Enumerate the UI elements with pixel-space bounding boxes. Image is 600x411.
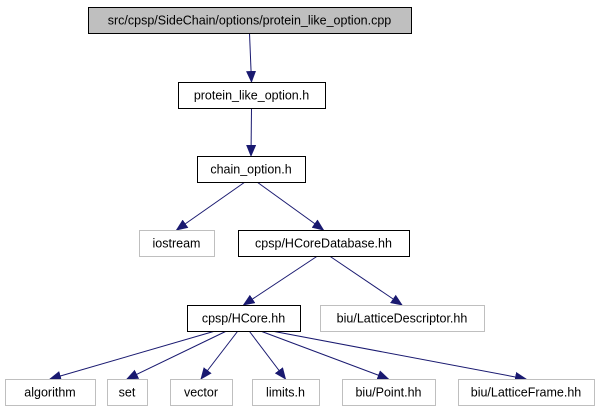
node-root[interactable]: src/cpsp/SideChain/options/protein_like_… bbox=[88, 7, 412, 34]
node-box bbox=[252, 379, 320, 406]
node-vector: vector bbox=[170, 379, 233, 406]
node-label: vector bbox=[184, 386, 218, 400]
node-hcore_hh[interactable]: cpsp/HCore.hh bbox=[187, 305, 301, 332]
node-box bbox=[238, 230, 410, 257]
node-label: biu/LatticeFrame.hh bbox=[471, 386, 582, 400]
edge-hcoredatabase_hh-to-hcore_hh bbox=[242, 255, 318, 306]
edge-hcore_hh-to-vector bbox=[200, 330, 239, 380]
node-label: iostream bbox=[153, 237, 201, 251]
node-chain_option_h[interactable]: chain_option.h bbox=[197, 156, 306, 183]
edge-chain_option_h-to-iostream bbox=[175, 181, 246, 231]
node-label: limits.h bbox=[266, 386, 305, 400]
node-iostream: iostream bbox=[139, 230, 215, 257]
node-box bbox=[197, 156, 306, 183]
edge-hcore_hh-to-point_hh bbox=[260, 330, 390, 380]
node-label: cpsp/HCore.hh bbox=[202, 312, 285, 326]
node-protein_like_option_h[interactable]: protein_like_option.h bbox=[178, 82, 326, 109]
node-box bbox=[88, 7, 412, 34]
node-box bbox=[107, 379, 148, 406]
node-latticedescriptor_hh: biu/LatticeDescriptor.hh bbox=[320, 305, 485, 332]
node-label: chain_option.h bbox=[210, 163, 291, 177]
node-box bbox=[170, 379, 233, 406]
node-box bbox=[187, 305, 301, 332]
node-box bbox=[320, 305, 485, 332]
edges-layer bbox=[49, 32, 527, 382]
node-algorithm: algorithm bbox=[5, 379, 96, 406]
edge-hcoredatabase_hh-to-latticedescriptor_hh bbox=[329, 255, 403, 306]
node-label: set bbox=[119, 386, 136, 400]
node-label: src/cpsp/SideChain/options/protein_like_… bbox=[108, 14, 392, 28]
nodes-layer: src/cpsp/SideChain/options/protein_like_… bbox=[5, 7, 595, 406]
node-set: set bbox=[107, 379, 148, 406]
node-point_hh: biu/Point.hh bbox=[342, 379, 436, 406]
node-box bbox=[139, 230, 215, 257]
node-hcoredatabase_hh[interactable]: cpsp/HCoreDatabase.hh bbox=[238, 230, 410, 257]
node-label: cpsp/HCoreDatabase.hh bbox=[255, 237, 392, 251]
node-box bbox=[5, 379, 96, 406]
edge-root-to-protein_like_option_h bbox=[246, 32, 257, 83]
node-label: protein_like_option.h bbox=[194, 89, 309, 103]
node-limits_h: limits.h bbox=[252, 379, 320, 406]
edge-hcore_hh-to-algorithm bbox=[49, 330, 216, 381]
node-label: biu/Point.hh bbox=[355, 386, 421, 400]
edge-hcore_hh-to-set bbox=[126, 330, 227, 380]
node-box bbox=[342, 379, 436, 406]
edge-protein_like_option_h-to-chain_option_h bbox=[246, 107, 257, 157]
node-box bbox=[458, 379, 595, 406]
edge-hcore_hh-to-limits_h bbox=[248, 330, 287, 380]
node-label: algorithm bbox=[24, 386, 75, 400]
node-latticeframe_hh: biu/LatticeFrame.hh bbox=[458, 379, 595, 406]
node-box bbox=[178, 82, 326, 109]
node-label: biu/LatticeDescriptor.hh bbox=[337, 312, 468, 326]
edge-hcore_hh-to-latticeframe_hh bbox=[271, 330, 527, 382]
edge-chain_option_h-to-hcoredatabase_hh bbox=[256, 181, 325, 231]
